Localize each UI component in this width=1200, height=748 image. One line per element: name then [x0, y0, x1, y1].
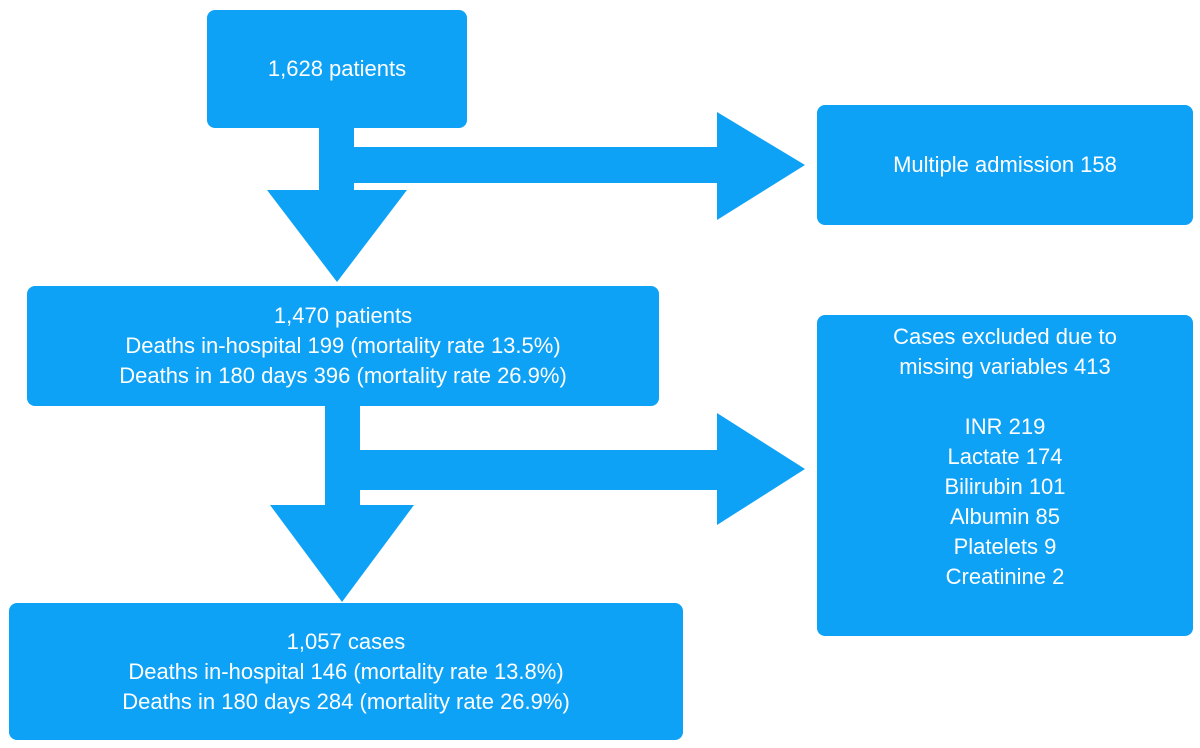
missing-item: Bilirubin 101: [944, 474, 1066, 499]
missing-title-line1: Cases excluded due to: [893, 324, 1117, 349]
after-admission-deaths-hospital: Deaths in-hospital 199 (mortality rate 1…: [125, 333, 561, 358]
total-patients-box: 1,628 patients: [207, 10, 467, 128]
after-admission-box: 1,470 patients Deaths in-hospital 199 (m…: [27, 286, 659, 406]
multiple-admission-label: Multiple admission 158: [893, 152, 1117, 177]
missing-item: Platelets 9: [953, 534, 1057, 559]
final-cases-box: 1,057 cases Deaths in-hospital 146 (mort…: [9, 603, 683, 740]
multiple-admission-box: Multiple admission 158: [817, 105, 1193, 225]
missing-item: Lactate 174: [947, 444, 1063, 469]
after-admission-deaths-180: Deaths in 180 days 396 (mortality rate 2…: [119, 363, 567, 388]
final-deaths-180: Deaths in 180 days 284 (mortality rate 2…: [122, 688, 570, 714]
arrow-right-1: [354, 112, 805, 220]
missing-item: INR 219: [964, 414, 1046, 439]
after-admission-count: 1,470 patients: [273, 303, 413, 328]
missing-item: Creatinine 2: [945, 564, 1065, 589]
final-deaths-hospital: Deaths in-hospital 146 (mortality rate 1…: [128, 658, 564, 684]
final-cases-count: 1,057 cases: [286, 628, 406, 654]
missing-variables-box: Cases excluded due to missing variables …: [817, 315, 1193, 636]
arrow-right-2: [360, 413, 805, 525]
missing-title-line2: missing variables 413: [899, 354, 1111, 379]
arrow-down-2: [270, 406, 414, 602]
missing-item: Albumin 85: [949, 504, 1061, 529]
total-patients-label: 1,628 patients: [267, 56, 407, 81]
arrow-down-1: [267, 128, 407, 282]
